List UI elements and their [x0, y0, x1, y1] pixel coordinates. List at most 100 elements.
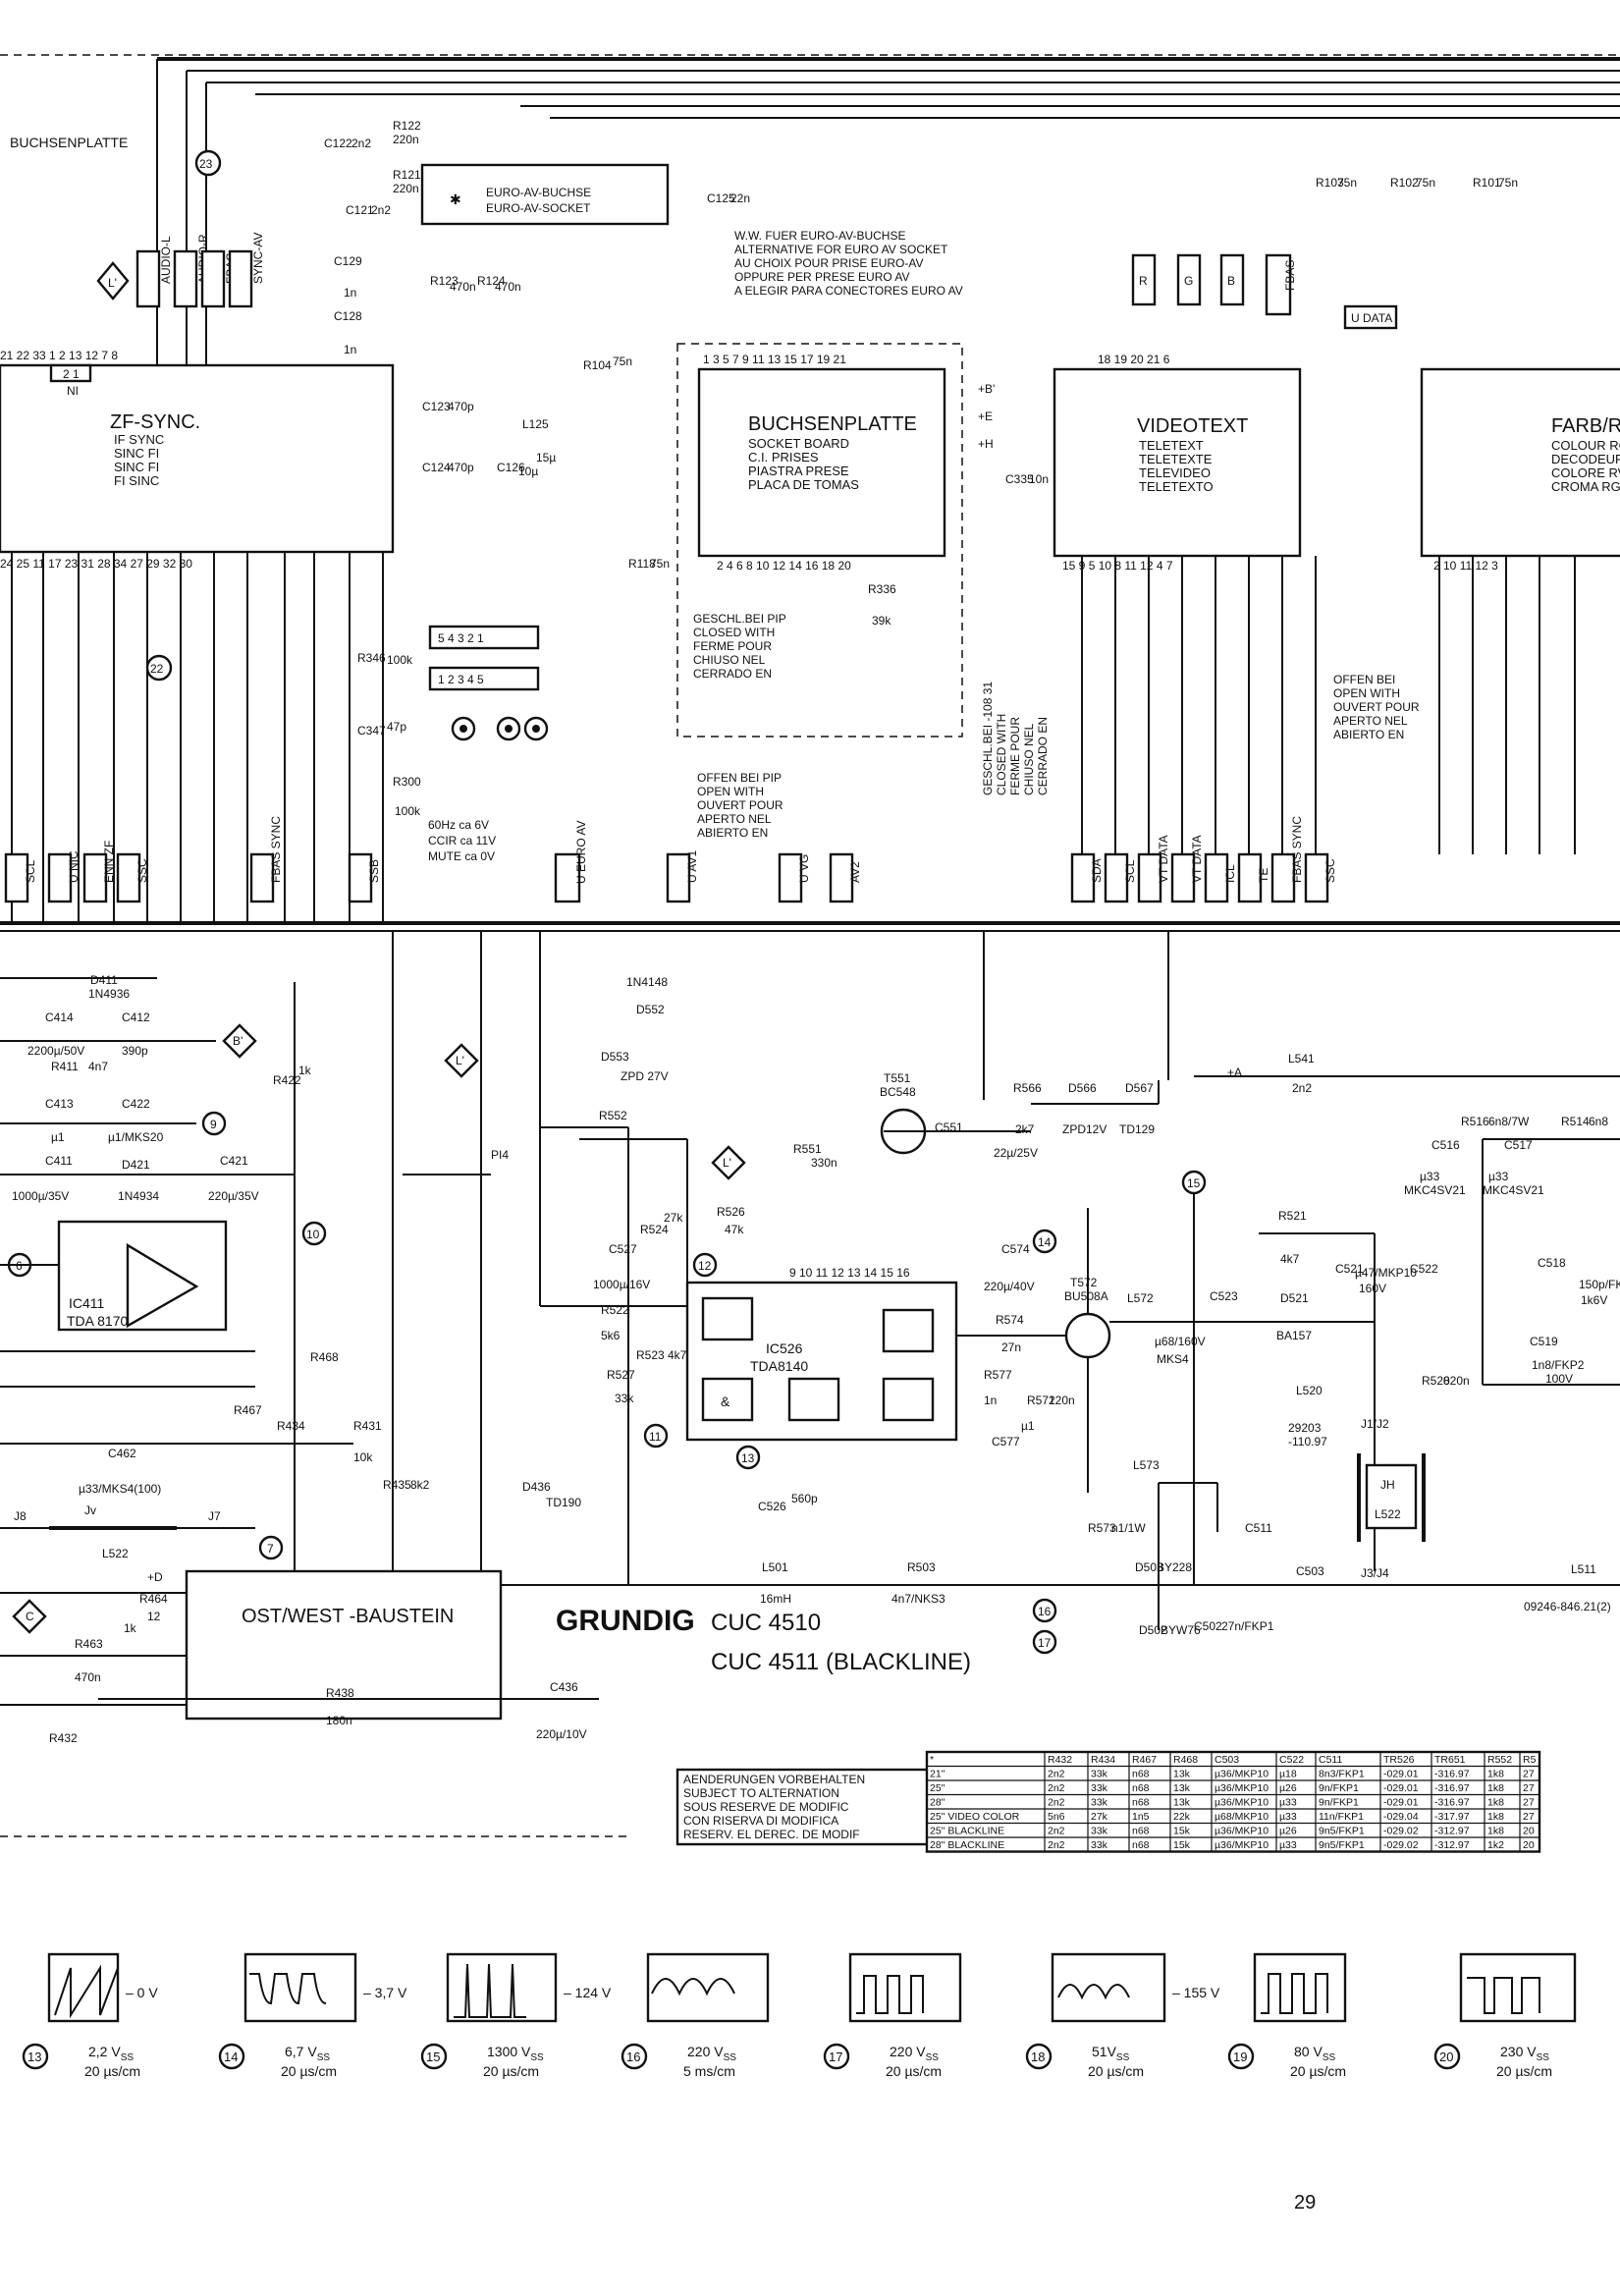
svg-text:22µ/25V: 22µ/25V — [994, 1146, 1038, 1160]
svg-text:IF SYNC: IF SYNC — [114, 432, 164, 447]
table-cell: 33k — [1091, 1769, 1108, 1780]
svg-text:MKS4: MKS4 — [1157, 1352, 1189, 1366]
supply-levels-note: 60Hz ca 6V CCIR ca 11V MUTE ca 0V — [428, 818, 496, 863]
svg-text:µ33: µ33 — [1488, 1170, 1509, 1183]
table-header-cell: R468 — [1173, 1754, 1198, 1766]
waveform-timebase: 20 µs/cm — [886, 2063, 942, 2079]
svg-text:R118: R118 — [628, 557, 656, 571]
svg-text:1k: 1k — [124, 1621, 137, 1635]
waveform-number: 18 — [1031, 2050, 1045, 2064]
svg-text:1n: 1n — [984, 1394, 997, 1407]
table-cell: µ26 — [1279, 1826, 1297, 1837]
svg-text:CROMA RGB: CROMA RGB — [1551, 479, 1620, 494]
svg-text:C414: C414 — [45, 1011, 74, 1024]
svg-text:+A: +A — [1227, 1066, 1242, 1079]
svg-text:NI: NI — [67, 384, 79, 398]
svg-text:R526: R526 — [717, 1205, 745, 1219]
waveform-amplitude: 220 VSS — [890, 2044, 939, 2063]
svg-text:9 10 11 12 13 14 15 16: 9 10 11 12 13 14 15 16 — [789, 1266, 910, 1280]
svg-text:RESERV. EL DEREC. DE MODIF: RESERV. EL DEREC. DE MODIF — [683, 1828, 860, 1841]
svg-text:BY228: BY228 — [1157, 1560, 1192, 1574]
svg-text:U EURO AV: U EURO AV — [574, 821, 588, 884]
svg-text:R552: R552 — [599, 1109, 627, 1122]
svg-text:C574: C574 — [1001, 1242, 1030, 1256]
svg-text:TE: TE — [1257, 868, 1270, 883]
svg-text:1n: 1n — [344, 286, 356, 300]
svg-text:8k2: 8k2 — [410, 1478, 430, 1492]
geschl-pip-note: GESCHL.BEI PIP CLOSED WITH FERME POUR CH… — [693, 612, 786, 681]
table-cell: -029.02 — [1383, 1826, 1419, 1837]
svg-text:R551: R551 — [793, 1142, 822, 1156]
svg-text:560p: 560p — [791, 1492, 818, 1505]
svg-text:COLORE RV: COLORE RV — [1551, 465, 1620, 480]
svg-text:R520: R520 — [1422, 1374, 1450, 1388]
svg-text:390p: 390p — [122, 1044, 148, 1058]
left-bus-labels: SCL U NIC ENN ZF SSC FBAS SYNC SSB U EUR… — [4, 816, 862, 903]
svg-text:AENDERUNGEN VORBEHALTEN: AENDERUNGEN VORBEHALTEN — [683, 1773, 865, 1786]
svg-text:29203: 29203 — [1288, 1421, 1322, 1435]
svg-text:EURO-AV-SOCKET: EURO-AV-SOCKET — [486, 201, 591, 215]
svg-text:SYNC-AV: SYNC-AV — [251, 233, 265, 284]
svg-text:470n: 470n — [75, 1670, 101, 1684]
table-cell: -029.04 — [1383, 1811, 1419, 1823]
svg-text:+E: +E — [978, 410, 993, 423]
svg-text:BA157: BA157 — [1276, 1329, 1312, 1342]
svg-text:75n: 75n — [1337, 176, 1357, 190]
svg-text:OPEN WITH: OPEN WITH — [697, 785, 764, 798]
svg-text:CERRADO EN: CERRADO EN — [1036, 717, 1050, 795]
svg-text:TELETEXTO: TELETEXTO — [1139, 479, 1214, 494]
svg-text:SINC FI: SINC FI — [114, 460, 159, 474]
svg-text:µ1/MKS20: µ1/MKS20 — [108, 1130, 164, 1144]
waveform-number: 19 — [1233, 2050, 1247, 2064]
table-cell: µ36/MKP10 — [1215, 1826, 1269, 1837]
svg-text:330n: 330n — [811, 1156, 837, 1170]
svg-text:L522: L522 — [102, 1547, 129, 1560]
table-cell: -316.97 — [1434, 1797, 1470, 1809]
svg-text:2n2: 2n2 — [371, 203, 391, 217]
svg-text:ICL: ICL — [1223, 864, 1237, 883]
svg-text:R104: R104 — [583, 358, 612, 372]
svg-text:4n7: 4n7 — [88, 1060, 108, 1073]
waveform-amplitude: 80 VSS — [1294, 2044, 1335, 2063]
svg-text:IC411: IC411 — [69, 1295, 105, 1311]
svg-text:L501: L501 — [762, 1560, 788, 1574]
svg-text:470p: 470p — [448, 400, 474, 413]
svg-text:C124: C124 — [422, 461, 451, 474]
svg-text:CCIR ca 11V: CCIR ca 11V — [428, 834, 496, 847]
svg-text:C413: C413 — [45, 1097, 74, 1111]
svg-text:SUBJECT TO ALTERNATION: SUBJECT TO ALTERNATION — [683, 1786, 839, 1800]
waveform-amplitude: 2,2 VSS — [88, 2044, 134, 2063]
svg-text:D552: D552 — [636, 1003, 665, 1016]
table-cell: 8n3/FKP1 — [1319, 1769, 1365, 1780]
svg-text:180n: 180n — [326, 1714, 352, 1727]
svg-text:BUCHSENPLATTE: BUCHSENPLATTE — [748, 413, 917, 435]
svg-text:C462: C462 — [108, 1447, 136, 1460]
svg-text:MUTE ca 0V: MUTE ca 0V — [428, 849, 495, 863]
svg-text:TELEVIDEO: TELEVIDEO — [1139, 465, 1211, 480]
svg-text:160V: 160V — [1359, 1282, 1386, 1295]
table-cell: 33k — [1091, 1797, 1108, 1809]
table-header-cell: C511 — [1319, 1754, 1342, 1766]
svg-text:1n8/FKP2: 1n8/FKP2 — [1532, 1358, 1585, 1372]
svg-text:C517: C517 — [1504, 1138, 1533, 1152]
svg-text:ZF-SYNC.: ZF-SYNC. — [110, 411, 200, 433]
deflection-coil-jy: L522 Jv J8 J7 — [14, 1503, 221, 1560]
waveform-number: 15 — [426, 2050, 440, 2064]
svg-text:47k: 47k — [725, 1223, 744, 1236]
svg-text:15µ: 15µ — [536, 451, 556, 465]
table-cell: 1k8 — [1487, 1811, 1504, 1823]
svg-text:L': L' — [456, 1054, 464, 1067]
svg-text:C519: C519 — [1530, 1335, 1558, 1348]
svg-text:75n: 75n — [1416, 176, 1435, 190]
svg-text:2n2: 2n2 — [1292, 1081, 1312, 1095]
svg-text:47p: 47p — [387, 720, 406, 734]
svg-text:75n: 75n — [613, 355, 632, 368]
svg-text:75n: 75n — [650, 557, 670, 571]
table-cell: 2n2 — [1048, 1839, 1065, 1851]
svg-text:820n: 820n — [1443, 1374, 1470, 1388]
svg-text:4k7: 4k7 — [1280, 1252, 1300, 1266]
table-header-cell: * — [930, 1754, 934, 1766]
svg-text:1000µ/16V: 1000µ/16V — [593, 1278, 650, 1291]
